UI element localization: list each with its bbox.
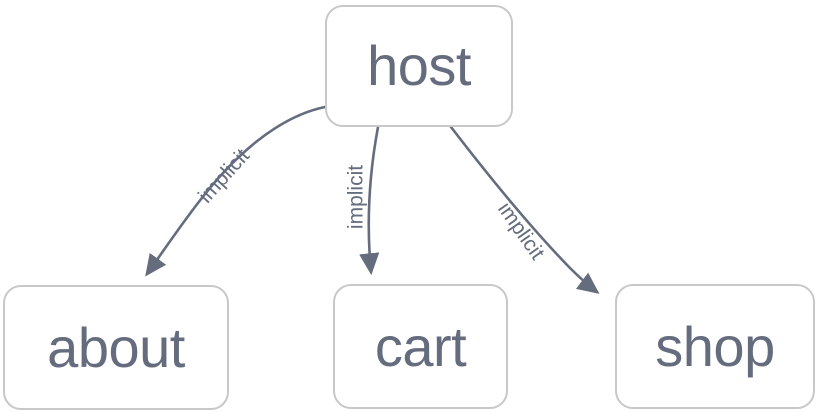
graph-edge-host-about[interactable] bbox=[145, 105, 327, 277]
graph-node-host[interactable]: host bbox=[325, 5, 513, 127]
graph-node-label: shop bbox=[655, 314, 775, 378]
graph-node-about[interactable]: about bbox=[3, 285, 229, 410]
graph-node-shop[interactable]: shop bbox=[615, 284, 815, 409]
graph-edge-host-cart[interactable] bbox=[359, 125, 380, 276]
graph-node-cart[interactable]: cart bbox=[333, 284, 508, 409]
graph-node-label: about bbox=[47, 315, 185, 379]
graph-node-label: host bbox=[367, 34, 471, 97]
graph-edge-label-host-cart: implicit bbox=[344, 164, 368, 230]
graph-node-label: cart bbox=[374, 314, 467, 378]
graph-edge-host-shop[interactable] bbox=[449, 125, 600, 294]
